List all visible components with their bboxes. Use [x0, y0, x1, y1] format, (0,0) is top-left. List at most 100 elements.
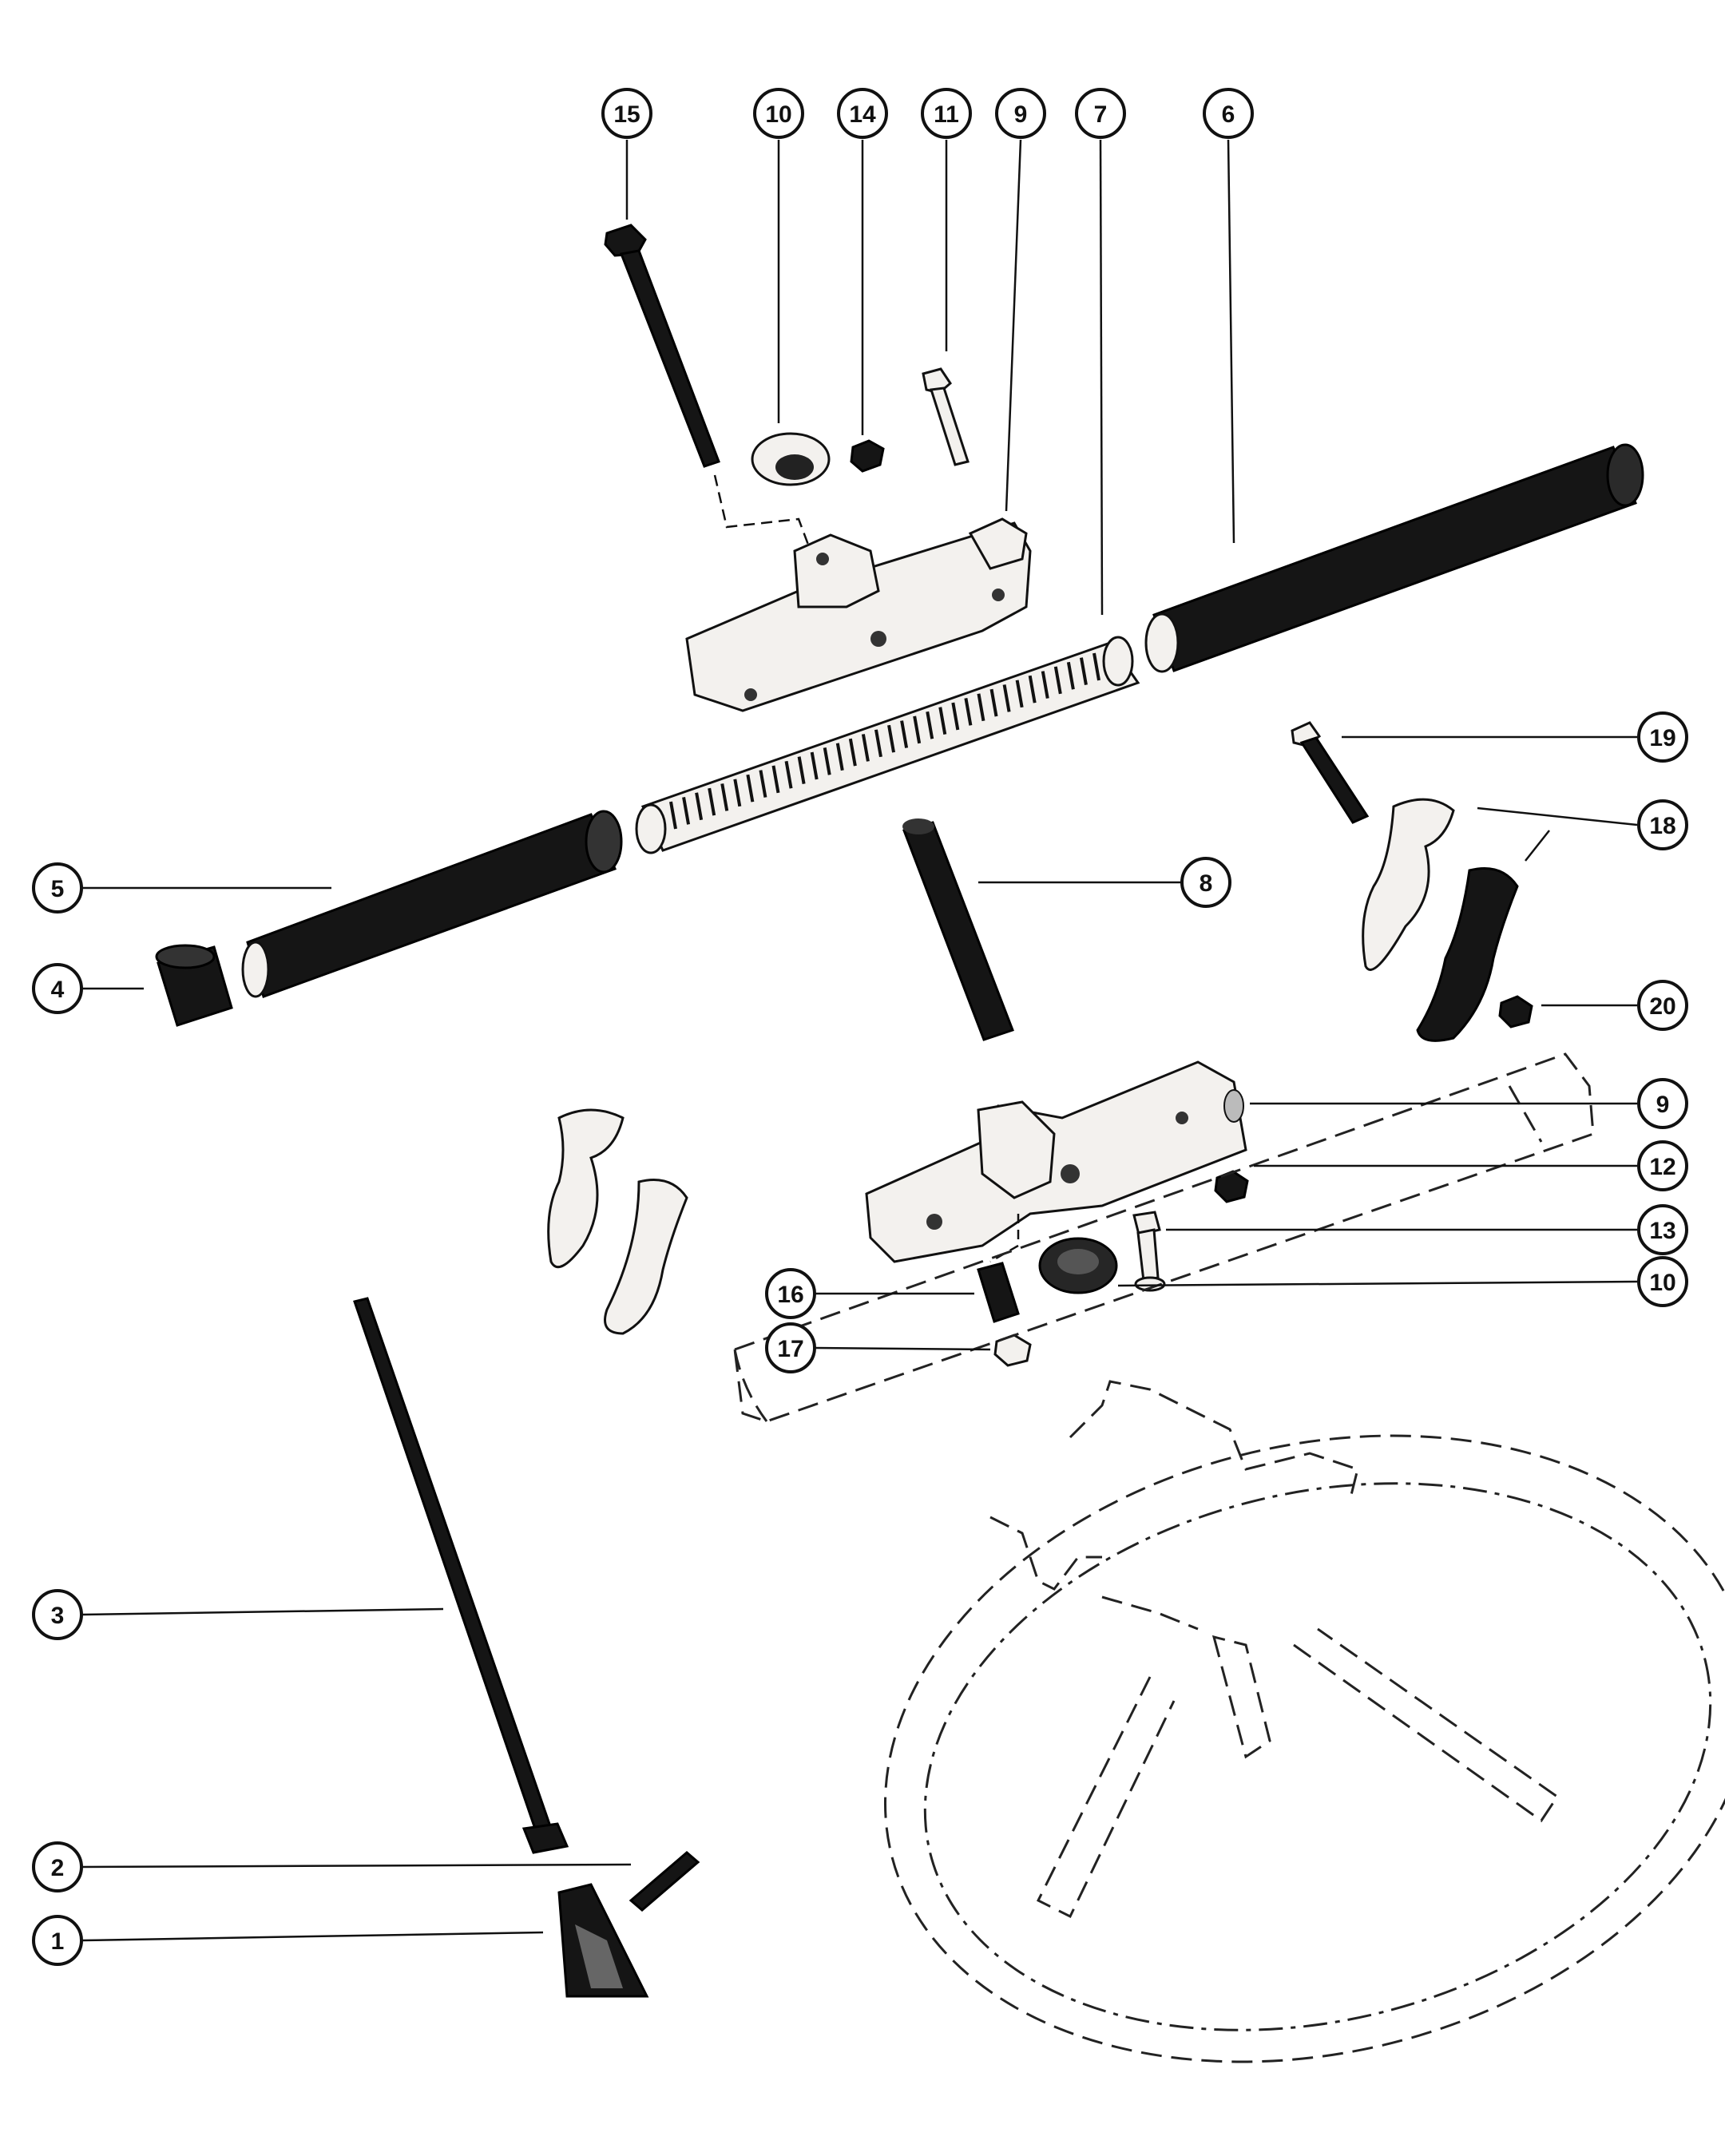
part-10-gear-bottom	[1038, 1237, 1118, 1294]
rack-tooth	[695, 792, 704, 821]
rack-tooth	[951, 702, 960, 731]
svg-text:10: 10	[765, 101, 791, 128]
callout-13: 13	[1637, 1204, 1688, 1255]
part-1-wedge	[557, 1883, 649, 1998]
part-3-long-rod	[353, 1297, 569, 1854]
rack-tooth	[989, 688, 998, 717]
callout-9-bottom: 9	[1637, 1078, 1688, 1129]
svg-text:2: 2	[51, 1855, 65, 1881]
rack-tooth	[926, 711, 934, 739]
part-7-rack	[635, 636, 1140, 854]
svg-text:15: 15	[613, 101, 640, 128]
part-9-housing-top	[685, 517, 1032, 712]
callout-20: 20	[1637, 980, 1688, 1031]
rack-tooth	[938, 707, 947, 735]
part-9-housing-bottom	[865, 1060, 1247, 1263]
svg-text:6: 6	[1222, 101, 1235, 128]
svg-text:11: 11	[934, 101, 959, 128]
callout-14: 14	[837, 88, 888, 139]
svg-text:5: 5	[51, 876, 65, 902]
part-19-bolt	[1291, 721, 1370, 824]
callout-9-top: 9	[995, 88, 1046, 139]
callout-12: 12	[1637, 1140, 1688, 1191]
part-5-tube-left	[241, 810, 623, 998]
callout-19: 19	[1637, 711, 1688, 763]
part-14-nut	[850, 439, 885, 473]
svg-text:16: 16	[777, 1282, 803, 1308]
rack-tooth	[1079, 657, 1088, 685]
callout-10-bottom: 10	[1637, 1256, 1688, 1307]
part-6-tube-right	[1144, 443, 1644, 673]
rack-tooth	[810, 751, 819, 780]
part-10-gear-top	[751, 432, 831, 486]
callout-4: 4	[32, 963, 83, 1014]
rack-tooth	[1002, 684, 1011, 712]
svg-text:9: 9	[1656, 1092, 1670, 1118]
callout-3: 3	[32, 1589, 83, 1640]
part-20-nut	[1498, 995, 1533, 1028]
svg-text:20: 20	[1649, 993, 1675, 1020]
callout-10-top: 10	[753, 88, 804, 139]
rack-tooth	[771, 765, 780, 794]
part-13-bolt	[1132, 1211, 1166, 1292]
rack-tooth	[861, 734, 870, 762]
svg-text:12: 12	[1649, 1154, 1675, 1180]
rack-tooth	[720, 783, 729, 811]
callout-17: 17	[765, 1322, 816, 1373]
callout-7: 7	[1075, 88, 1126, 139]
part-15-long-bolt	[604, 224, 812, 552]
rack-tooth	[669, 801, 677, 830]
rack-tooth	[887, 724, 895, 753]
callout-layer: 15 10 14 11 9 7 6 19	[32, 88, 1688, 1966]
rack-tooth	[797, 756, 806, 784]
rack-tooth	[823, 747, 831, 775]
svg-text:10: 10	[1649, 1270, 1675, 1296]
part-4-end-cap	[155, 944, 233, 1027]
callout-18: 18	[1637, 799, 1688, 850]
rack-tooth	[1092, 652, 1100, 681]
svg-text:3: 3	[51, 1603, 65, 1629]
callout-8: 8	[1180, 857, 1231, 908]
rack-tooth	[1041, 671, 1049, 699]
svg-text:17: 17	[777, 1336, 803, 1362]
rack-tooth	[900, 720, 909, 748]
spare-clamp-halves	[547, 1108, 688, 1335]
callout-5: 5	[32, 862, 83, 914]
rack-tooth	[964, 698, 973, 726]
part-2-pin	[629, 1851, 700, 1912]
rack-tooth	[977, 693, 985, 722]
part-12-nut	[1214, 1170, 1249, 1203]
svg-text:4: 4	[51, 977, 65, 1003]
svg-text:13: 13	[1649, 1218, 1675, 1244]
rack-tooth	[874, 729, 882, 758]
phantom-steering-wheel	[733, 1052, 1725, 2063]
callout-16: 16	[765, 1268, 816, 1319]
callout-6: 6	[1203, 88, 1254, 139]
rack-tooth	[835, 743, 844, 771]
rack-tooth	[1053, 666, 1062, 695]
rack-tooth	[848, 738, 857, 767]
rack-tooth	[746, 774, 755, 803]
callout-15: 15	[601, 88, 652, 139]
rack-tooth	[784, 760, 793, 789]
svg-text:18: 18	[1649, 813, 1675, 839]
rack-tooth	[708, 787, 716, 816]
callout-1: 1	[32, 1915, 83, 1966]
part-16-bushing	[977, 1262, 1020, 1323]
svg-text:14: 14	[849, 101, 876, 128]
rack-tooth	[682, 797, 691, 825]
rack-tooth	[733, 779, 742, 807]
svg-text:1: 1	[51, 1928, 65, 1955]
rack-tooth	[759, 770, 767, 798]
callout-11: 11	[921, 88, 972, 139]
part-18-clamp-halves	[1362, 798, 1519, 1042]
svg-text:9: 9	[1014, 101, 1028, 128]
leader-lines	[81, 139, 1638, 1942]
svg-text:8: 8	[1200, 870, 1213, 897]
rack-tooth	[1066, 661, 1075, 690]
callout-2: 2	[32, 1841, 83, 1892]
rack-tooth	[913, 715, 922, 744]
part-11-short-bolt	[922, 367, 970, 466]
svg-text:7: 7	[1094, 101, 1108, 128]
